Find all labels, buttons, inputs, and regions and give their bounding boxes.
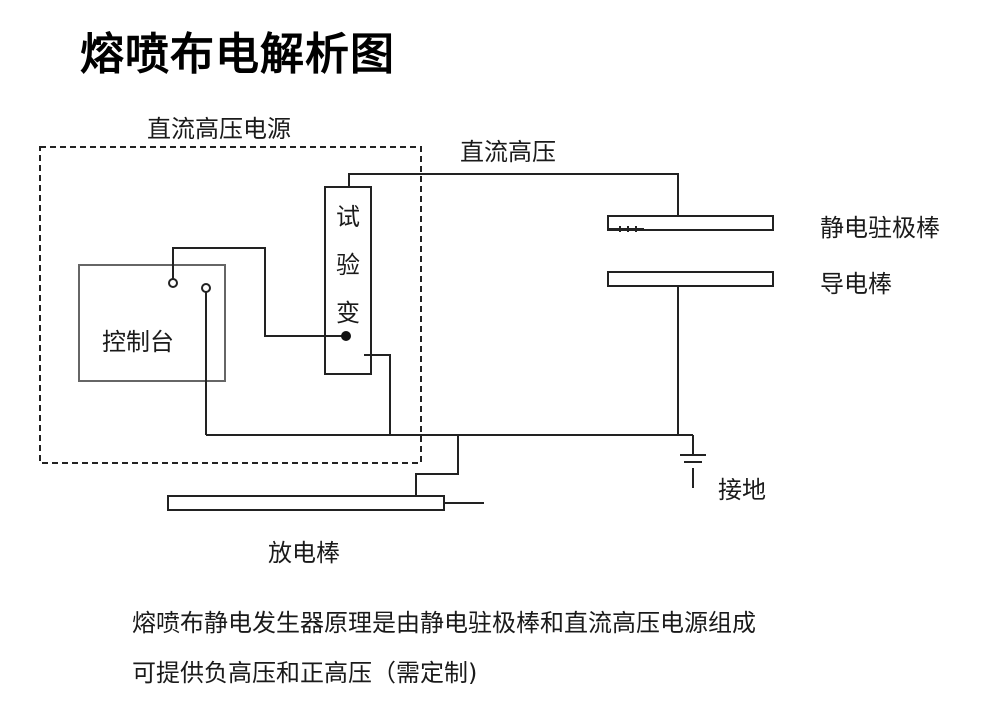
- discharge-wire: [415, 435, 459, 496]
- control-console-box: [78, 264, 226, 382]
- power-supply-boundary: [39, 146, 422, 464]
- control-console-label: 控制台: [102, 328, 174, 356]
- console-terminal-2: [201, 283, 211, 293]
- conductive-bar: [607, 271, 774, 287]
- transformer-char-3: 变: [336, 299, 360, 327]
- electret-bar-label: 静电驻极棒: [820, 214, 940, 242]
- caption-line-2: 可提供负高压和正高压（需定制): [132, 659, 478, 687]
- caption-line-1: 熔喷布静电发生器原理是由静电驻极棒和直流高压电源组成: [132, 609, 756, 637]
- transformer-return-wire: [364, 354, 391, 435]
- dc-high-voltage-label: 直流高压: [460, 138, 556, 166]
- discharge-bar: [167, 495, 445, 511]
- electret-bar: [607, 215, 774, 231]
- ground-label: 接地: [718, 476, 766, 504]
- console-terminal-1: [168, 278, 178, 288]
- transformer-char-1: 试: [336, 203, 360, 231]
- power-supply-label: 直流高压电源: [147, 115, 291, 143]
- conductive-bar-label: 导电棒: [820, 270, 892, 298]
- transformer-char-2: 验: [336, 251, 360, 279]
- discharge-bar-label: 放电棒: [268, 539, 340, 567]
- transformer-tap: [341, 331, 351, 341]
- hv-wire: [348, 173, 679, 216]
- control-wire: [172, 247, 345, 337]
- page-title: 熔喷布电解析图: [80, 29, 395, 80]
